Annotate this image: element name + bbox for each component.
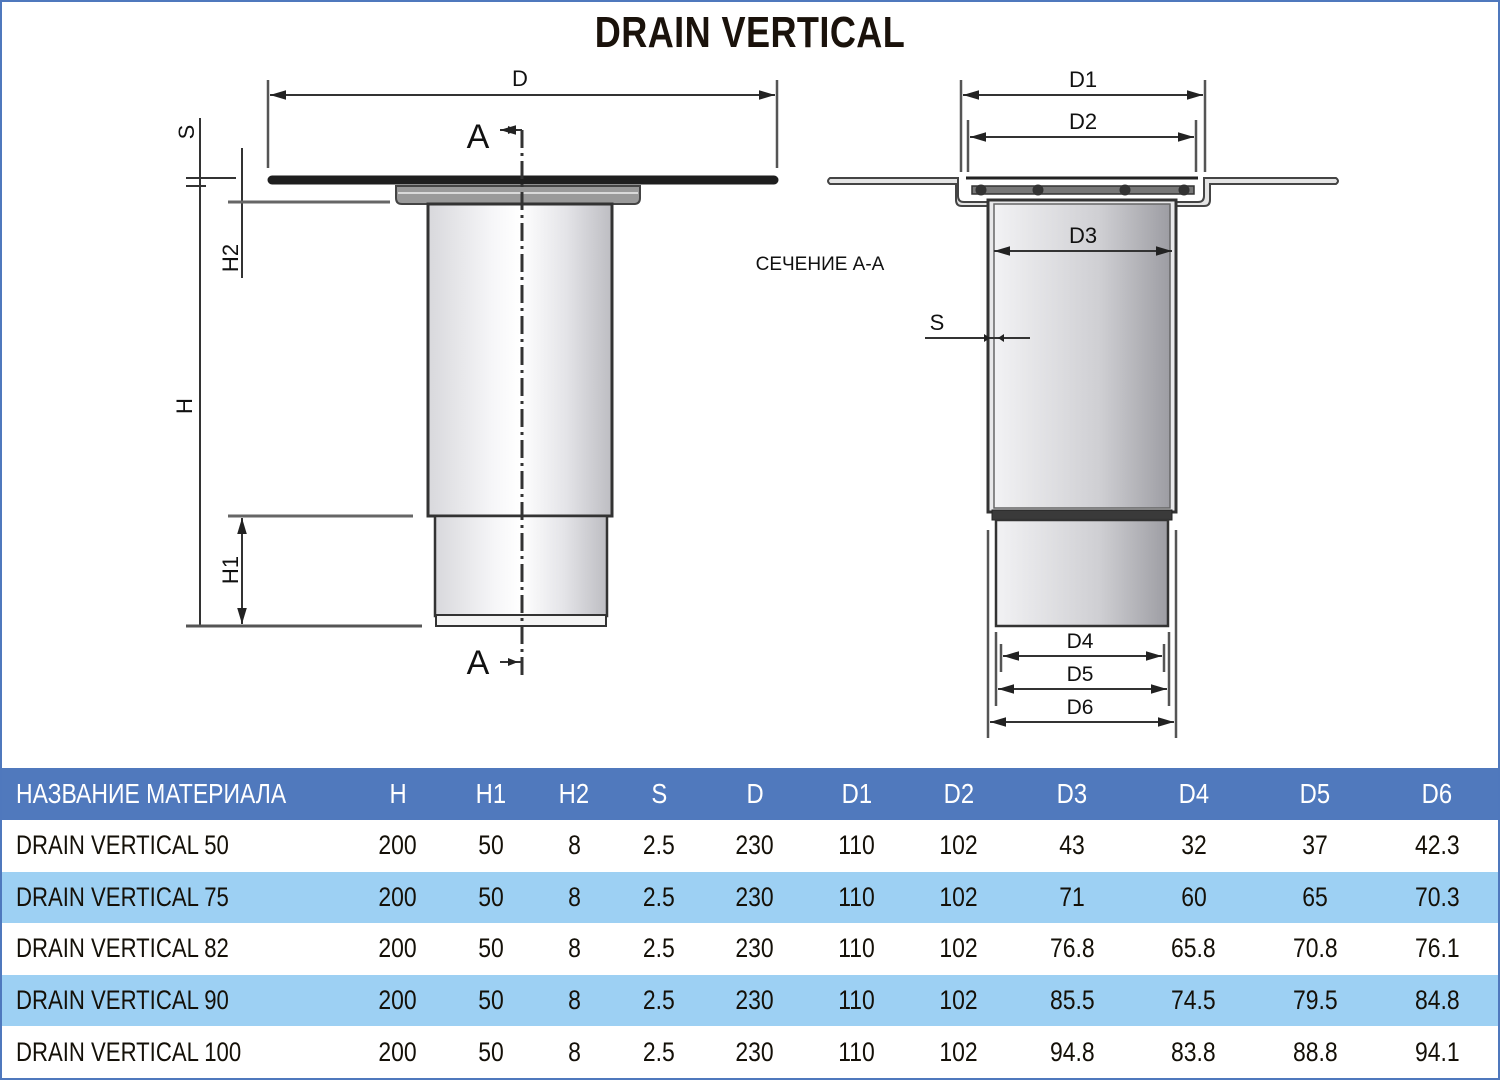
label-D5: D5	[1067, 663, 1094, 686]
column-header-material: НАЗВАНИЕ МАТЕРИАЛА	[2, 768, 346, 820]
column-header-D6: D6	[1376, 768, 1498, 820]
column-header-D2: D2	[906, 768, 1011, 820]
table-row: DRAIN VERTICAL 90 200 50 8 2.5 230 110 1…	[2, 974, 1498, 1027]
column-header-H1: H1	[449, 768, 533, 820]
column-header-D1: D1	[806, 768, 907, 820]
label-D6: D6	[1067, 696, 1094, 719]
label-S-front: S	[174, 125, 199, 140]
material-name: DRAIN VERTICAL 50	[16, 830, 229, 861]
label-H2: H2	[218, 244, 243, 272]
section-caption: СЕЧЕНИЕ А-А	[756, 254, 885, 275]
material-name: DRAIN VERTICAL 90	[16, 985, 229, 1016]
label-section-bottom: A	[467, 644, 490, 682]
technical-drawing: D A A S H2 H H1 СЕЧЕНИЕ А-А	[172, 66, 1339, 738]
label-D2: D2	[1069, 109, 1097, 134]
column-header-D: D	[702, 768, 807, 820]
column-header-S: S	[615, 768, 703, 820]
table-row: DRAIN VERTICAL 75 200 50 8 2.5 230 110 1…	[2, 871, 1498, 924]
material-name: DRAIN VERTICAL 82	[16, 933, 229, 964]
specification-table: НАЗВАНИЕ МАТЕРИАЛА H H1 H2 S D D1 D2 D3 …	[2, 768, 1498, 1078]
table-row: DRAIN VERTICAL 82 200 50 8 2.5 230 110 1…	[16, 933, 1460, 964]
label-section-top: A	[467, 118, 490, 156]
table-row: DRAIN VERTICAL 50 200 50 8 2.5 230 110 1…	[16, 830, 1460, 861]
column-header-H2: H2	[532, 768, 616, 820]
front-view	[186, 80, 779, 676]
label-S-section: S	[930, 310, 945, 335]
section-view	[827, 80, 1339, 738]
column-header-H: H	[345, 768, 450, 820]
table-header-row: НАЗВАНИЕ МАТЕРИАЛА H H1 H2 S D D1 D2 D3 …	[2, 768, 1498, 820]
page-title: DRAIN VERTICAL	[594, 8, 906, 57]
label-D3: D3	[1069, 223, 1097, 248]
table-row: DRAIN VERTICAL 100 200 50 8 2.5 230 110 …	[16, 1036, 1460, 1067]
material-name: DRAIN VERTICAL 100	[16, 1036, 242, 1067]
column-header-D3: D3	[1010, 768, 1133, 820]
label-H: H	[172, 398, 197, 414]
column-header-D5: D5	[1254, 768, 1377, 820]
column-header-D4: D4	[1132, 768, 1255, 820]
label-D1: D1	[1069, 67, 1097, 92]
material-name: DRAIN VERTICAL 75	[16, 881, 229, 912]
label-D: D	[512, 66, 528, 91]
label-H1: H1	[218, 556, 243, 584]
label-D4: D4	[1067, 630, 1094, 653]
